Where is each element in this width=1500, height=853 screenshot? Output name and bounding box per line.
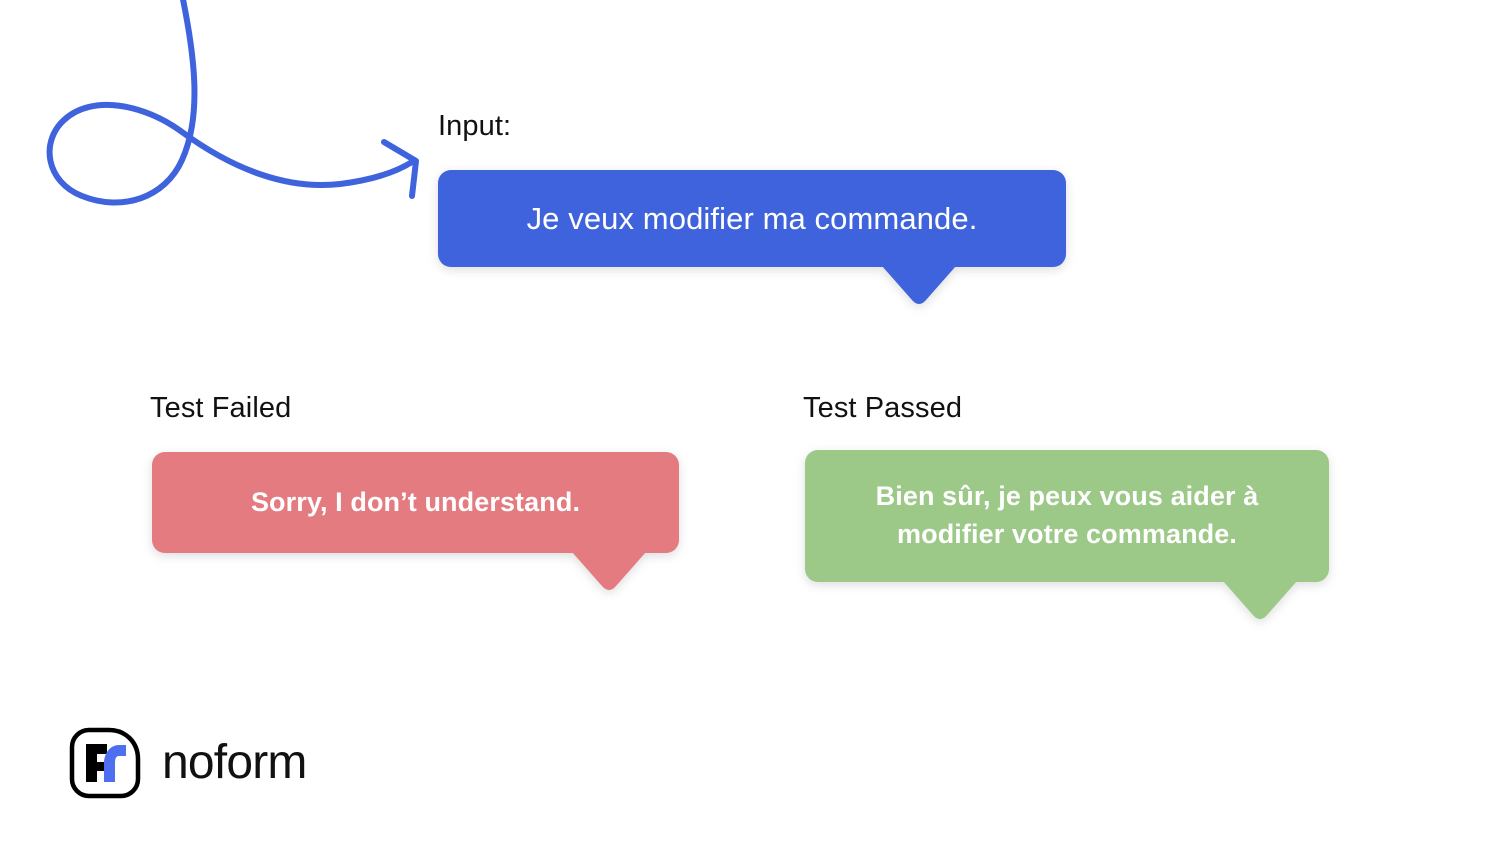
bubble-tail [882,266,956,308]
passed-response-bubble: Bien sûr, je peux vous aider à modifier … [805,450,1329,619]
bubble-tail [1223,581,1297,623]
passed-response-text: Bien sûr, je peux vous aider à modifier … [875,481,1259,549]
brand-wordmark: noform [162,736,307,789]
test-failed-label: Test Failed [150,392,292,424]
failed-response-text: Sorry, I don’t understand. [250,487,581,517]
test-passed-label: Test Passed [803,392,963,424]
input-message-bubble: Je veux modifier ma commande. [438,170,1066,304]
input-message-text: Je veux modifier ma commande. [526,200,978,236]
bubble-tail [572,552,646,594]
noform-logo-mark-icon [69,727,141,799]
input-label: Input: [438,110,512,142]
brand-lockup: noform [68,726,307,800]
failed-response-bubble: Sorry, I don’t understand. [152,452,679,590]
curly-swirl-arrow-icon [46,0,419,206]
